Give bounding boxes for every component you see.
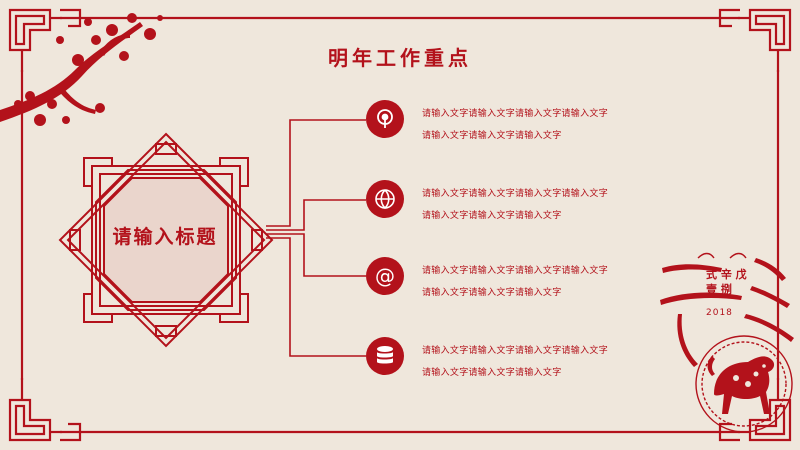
seal-text: 壹 捌 — [706, 283, 732, 296]
item-line: 请输入文字请输入文字请输入文字 — [422, 131, 562, 141]
item-text: 请输入文字请输入文字请输入文字请输入文字 请输入文字请输入文字请输入文字 — [422, 260, 632, 304]
year-label: 2018 — [706, 308, 733, 318]
item-line: 请输入文字请输入文字请输入文字请输入文字 — [422, 109, 609, 119]
at-sign-icon: @ — [366, 257, 404, 295]
item-line: 请输入文字请输入文字请输入文字 — [422, 288, 562, 298]
item-text: 请输入文字请输入文字请输入文字请输入文字 请输入文字请输入文字请输入文字 — [422, 103, 632, 147]
globe-icon — [366, 180, 404, 218]
item-line: 请输入文字请输入文字请输入文字请输入文字 — [422, 266, 609, 276]
main-title-label: 请输入标题 — [112, 226, 218, 248]
item-text: 请输入文字请输入文字请输入文字请输入文字 请输入文字请输入文字请输入文字 — [422, 183, 632, 227]
slide-title: 明年工作重点 — [328, 46, 472, 70]
item-line: 请输入文字请输入文字请输入文字 — [422, 211, 562, 221]
podcast-icon — [366, 100, 404, 138]
dog-year-decoration — [660, 252, 794, 433]
list-item: 请输入文字请输入文字请输入文字请输入文字 请输入文字请输入文字请输入文字 — [366, 180, 786, 230]
item-line: 请输入文字请输入文字请输入文字请输入文字 — [422, 346, 609, 356]
list-item: 请输入文字请输入文字请输入文字请输入文字 请输入文字请输入文字请输入文字 — [366, 337, 786, 387]
seal-text: 式 辛 戊 — [706, 268, 747, 281]
ornamental-octagon-frame — [58, 132, 274, 348]
item-line: 请输入文字请输入文字请输入文字请输入文字 — [422, 189, 609, 199]
plum-blossom-decoration — [0, 13, 163, 126]
list-item: 请输入文字请输入文字请输入文字请输入文字 请输入文字请输入文字请输入文字 — [366, 100, 786, 150]
item-line: 请输入文字请输入文字请输入文字 — [422, 368, 562, 378]
list-item: @ 请输入文字请输入文字请输入文字请输入文字 请输入文字请输入文字请输入文字 — [366, 257, 786, 307]
svg-text:@: @ — [375, 264, 395, 288]
database-icon — [366, 337, 404, 375]
item-text: 请输入文字请输入文字请输入文字请输入文字 请输入文字请输入文字请输入文字 — [422, 340, 632, 384]
